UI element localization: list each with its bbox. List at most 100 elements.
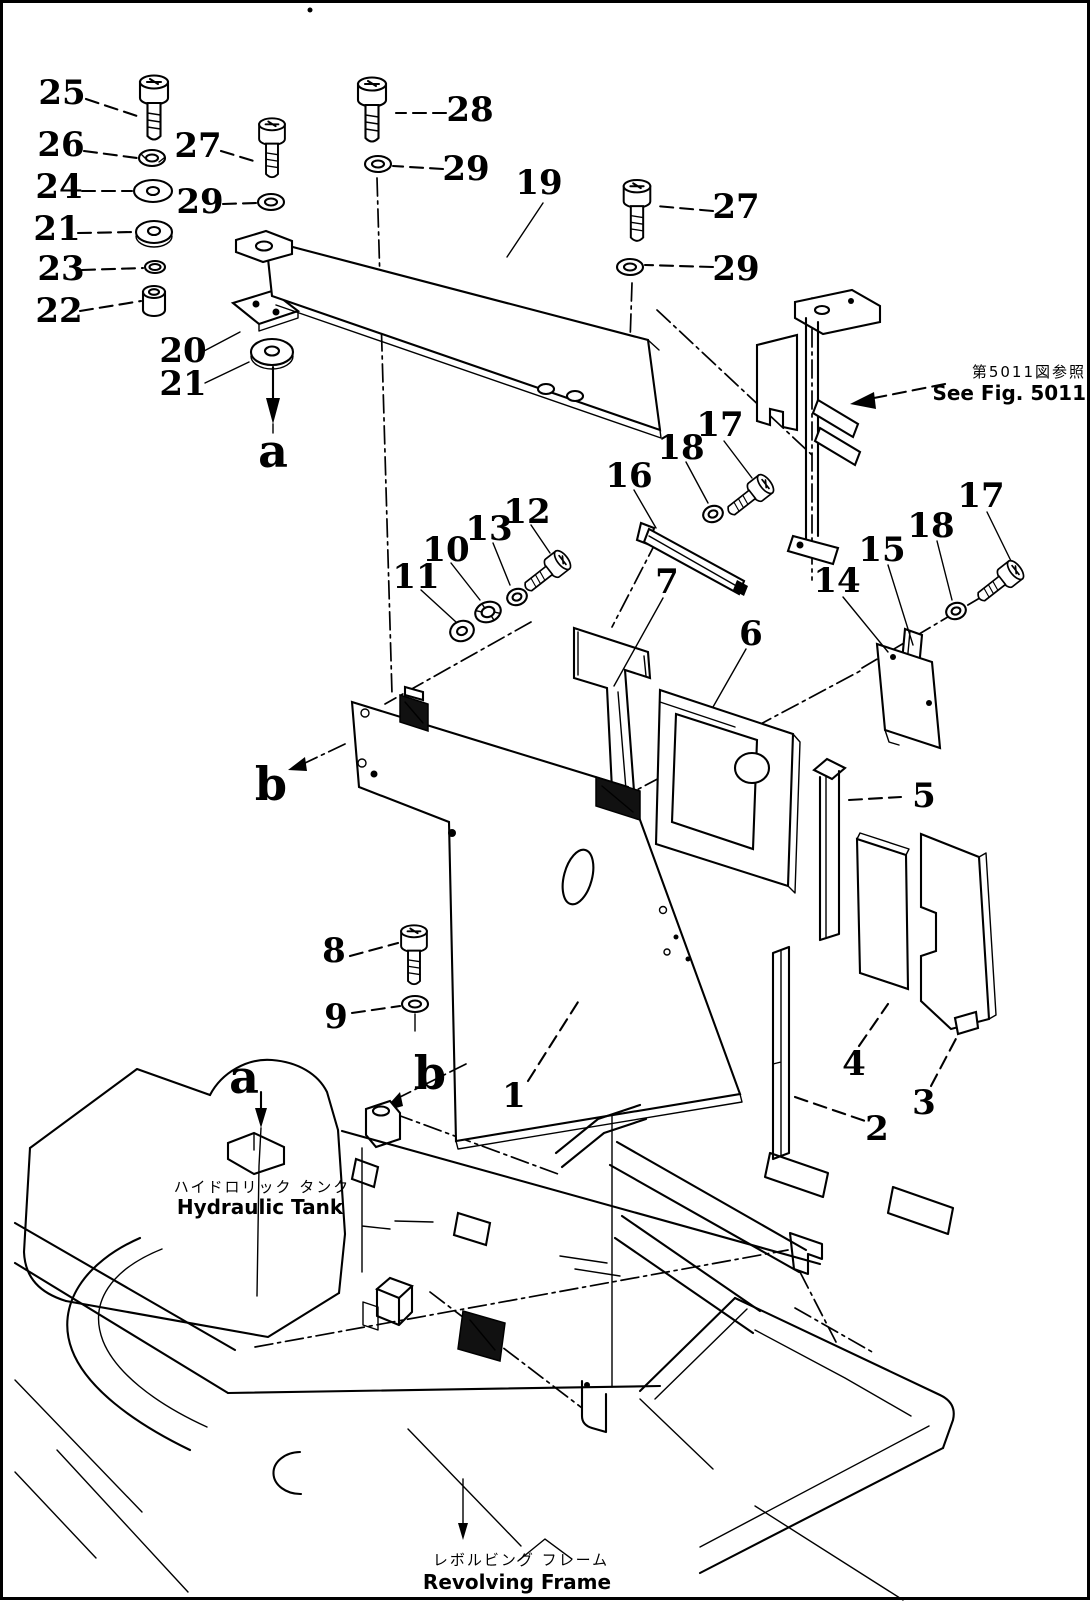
part-label-17: 17 (957, 476, 1004, 516)
view-arrow-a-tank (255, 1090, 267, 1297)
hinge-hardware-left (449, 547, 575, 643)
bolt-8 (400, 924, 428, 986)
part-label-29: 29 (712, 249, 759, 289)
part-label-1: 1 (502, 1076, 526, 1116)
part-label-22: 22 (35, 291, 82, 331)
part-label-21: 21 (33, 209, 80, 249)
plate-6 (654, 688, 801, 894)
part-label-20: 20 (159, 331, 206, 371)
ring-23 (143, 259, 167, 275)
hardware-27-right (615, 179, 652, 277)
washer-9 (400, 994, 430, 1032)
hydraulic-tank (22, 1058, 492, 1339)
cover-plate-19 (234, 229, 662, 439)
part-label-14: 14 (813, 561, 860, 601)
washer-11 (449, 619, 475, 643)
seefig-bracket (755, 288, 882, 566)
part-label-2: 2 (865, 1109, 889, 1149)
part-label-29: 29 (176, 182, 223, 222)
bolt-17-right (971, 557, 1028, 609)
washer-29-right (615, 257, 645, 277)
seal-bar-5 (812, 757, 847, 942)
washer-18-right (945, 601, 967, 621)
view-arrow-b-tank (350, 1063, 492, 1273)
part-label-26: 26 (37, 125, 84, 165)
washer-18-left (702, 504, 724, 524)
bolt-25 (138, 74, 170, 141)
revolving-frame (13, 1103, 955, 1601)
part-label-23: 23 (37, 249, 84, 289)
view-arrow-a-top (266, 365, 280, 434)
frame-boss (362, 1276, 414, 1331)
hardware-stack-left (132, 74, 174, 318)
seal-strip-2 (771, 945, 791, 1161)
part-label-b: b (414, 1046, 446, 1100)
revolving-frame-label-jp: レボルビング フレーム (433, 1551, 609, 1569)
part-label-15: 15 (858, 530, 905, 570)
part-label-5: 5 (912, 776, 936, 816)
panel-slot-hole (561, 848, 595, 906)
part-label-11: 11 (392, 557, 439, 597)
part-label-27: 27 (712, 187, 759, 227)
frame-pointer (458, 1478, 468, 1540)
part-label-28: 28 (446, 90, 493, 130)
frame-hinge-seat (457, 1310, 506, 1362)
hardware-stack-27 (230, 117, 301, 434)
plates-14-15-group (875, 557, 1028, 750)
part-label-9: 9 (324, 997, 348, 1037)
bolt-28 (356, 76, 388, 143)
washer-13 (506, 587, 528, 607)
hardware-8-9 (400, 924, 430, 1032)
washer-29-center (363, 154, 393, 174)
part-label-8: 8 (322, 931, 346, 971)
cover-panel-1 (350, 685, 743, 1150)
part-label-24: 24 (35, 167, 82, 207)
strip-16-group (635, 471, 778, 596)
view-arrow-b-mid (288, 743, 346, 771)
bolt-12 (518, 547, 575, 599)
see-fig-note-en: See Fig. 5011 (932, 381, 1086, 405)
part-label-7: 7 (655, 562, 679, 602)
print-speck (307, 7, 313, 13)
see-fig-note-jp: 第5011図参照 (972, 363, 1086, 381)
hydraulic-tank-label-en: Hydraulic Tank (177, 1195, 344, 1219)
part-label-b: b (255, 757, 287, 811)
washer-24 (132, 178, 174, 204)
part-label-12: 12 (503, 492, 550, 532)
bolt-27-right (622, 179, 652, 242)
part-label-3: 3 (912, 1083, 936, 1123)
part-label-19: 19 (515, 163, 562, 203)
part-label-21: 21 (159, 364, 206, 404)
part-label-13: 13 (465, 509, 512, 549)
part-label-29: 29 (442, 149, 489, 189)
washer-21-lower (249, 337, 295, 370)
seal-plate-4 (855, 832, 910, 991)
hardware-28 (356, 76, 393, 174)
part-label-4: 4 (842, 1044, 866, 1084)
seal-plate-3 (919, 832, 997, 1036)
part-label-6: 6 (739, 614, 763, 654)
part-label-16: 16 (605, 456, 652, 496)
part-label-a: a (258, 424, 288, 478)
collar-22 (141, 284, 167, 318)
part-label-27: 27 (174, 126, 221, 166)
part-label-10: 10 (422, 530, 469, 570)
bolt-27-left (258, 117, 286, 179)
tank-mount-clip (226, 1131, 286, 1176)
plate-14 (875, 642, 942, 750)
washer-21-upper (134, 219, 174, 248)
revolving-frame-label-en: Revolving Frame (423, 1570, 611, 1594)
part-label-17: 17 (696, 405, 743, 445)
washer-29-left (256, 192, 286, 212)
lock-washer-26 (137, 148, 167, 168)
part-label-25: 25 (38, 73, 85, 113)
part-label-18: 18 (907, 506, 954, 546)
part-label-18: 18 (657, 428, 704, 468)
lock-washer-10 (474, 600, 502, 624)
hydraulic-tank-label-jp: ハイドロリック タンク (174, 1178, 350, 1196)
seefig-arrow (850, 382, 947, 409)
